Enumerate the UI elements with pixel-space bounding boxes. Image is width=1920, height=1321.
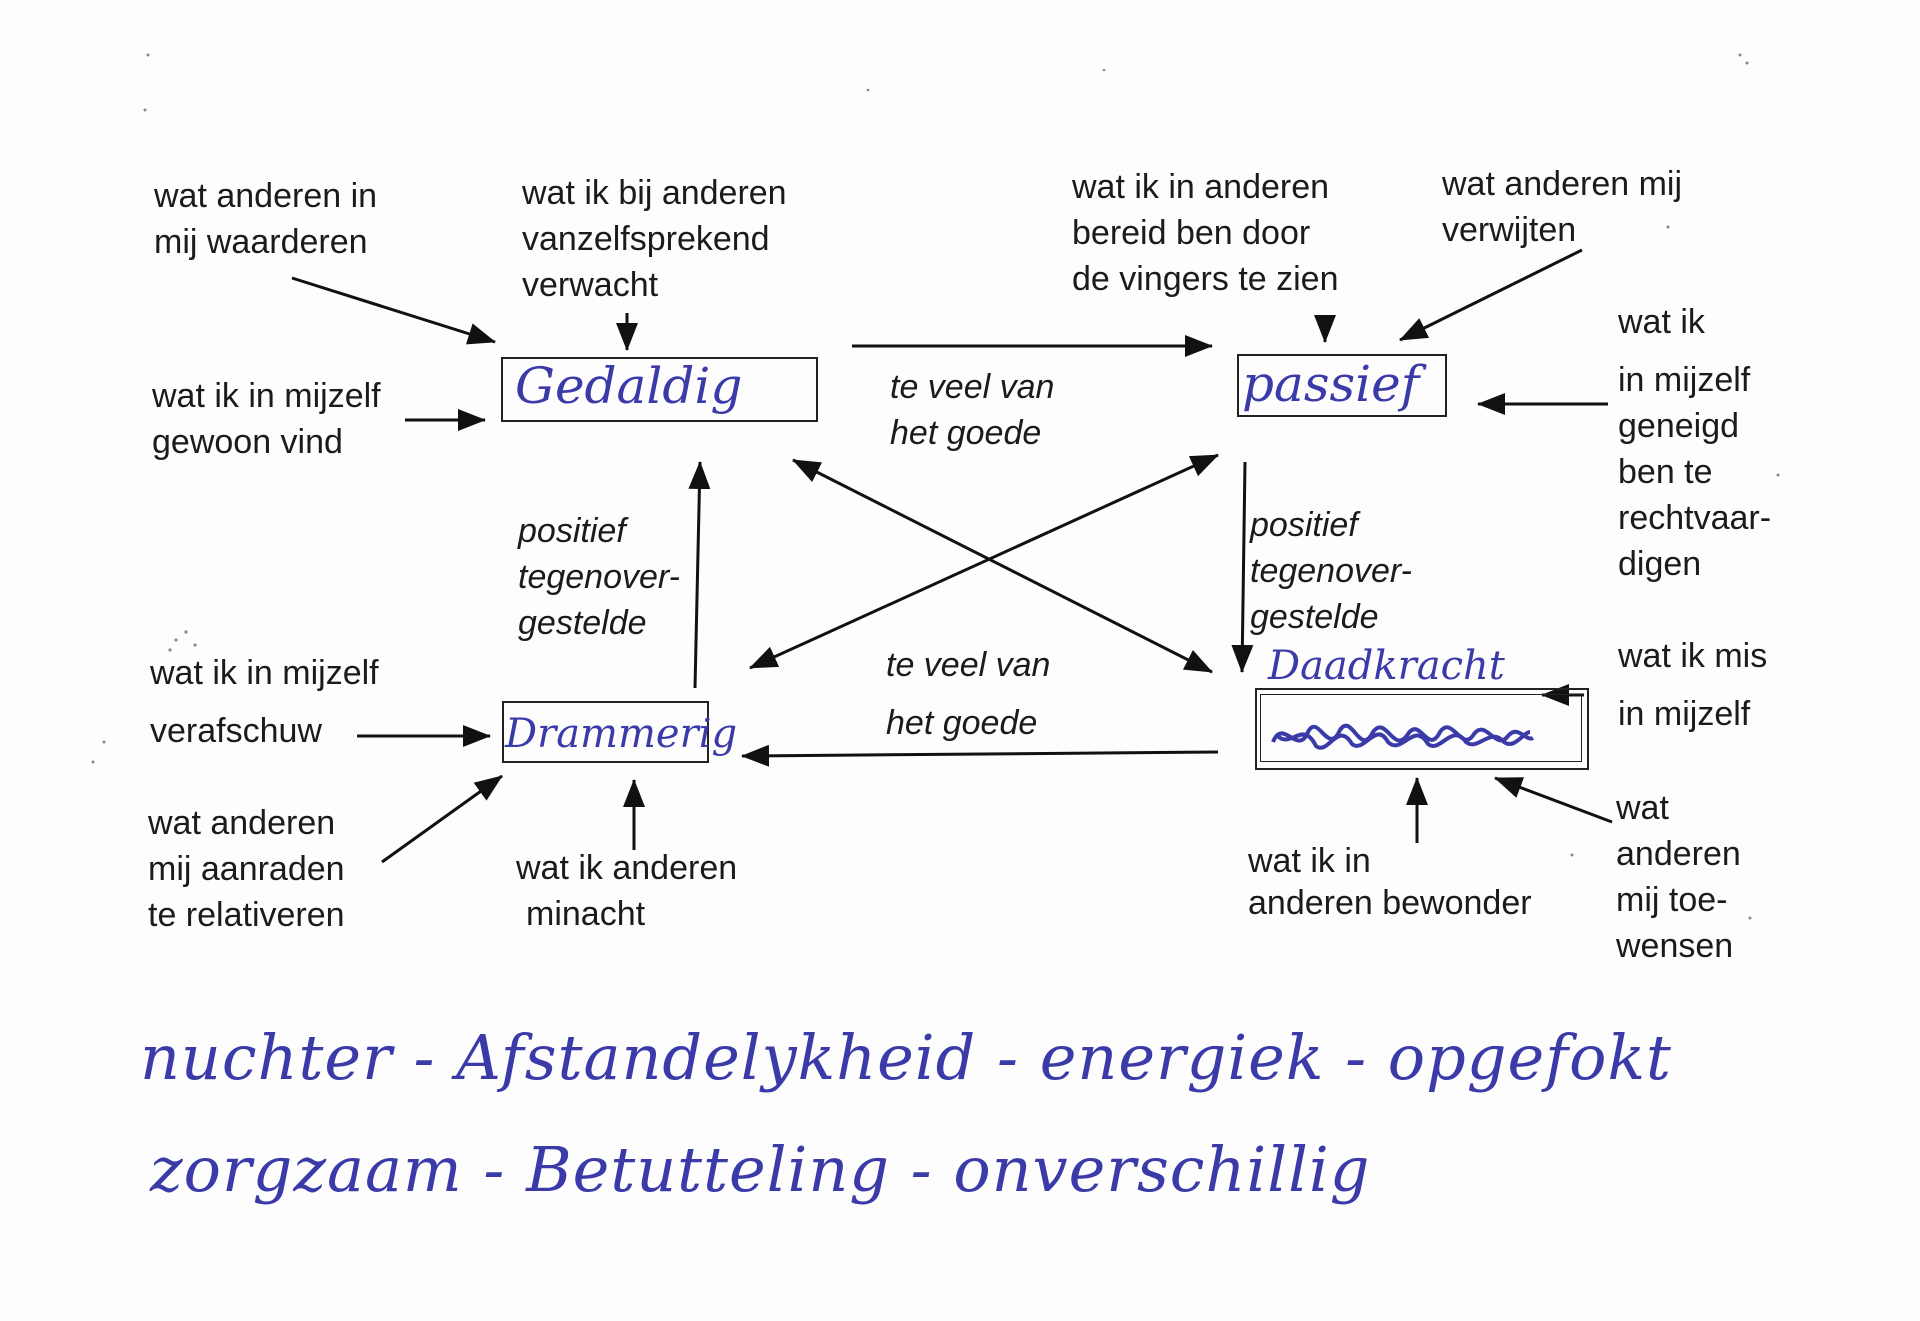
label-scorn-line2: minacht (526, 895, 646, 933)
relation-bottom-line1: te veel van (886, 646, 1051, 684)
label-justify-line5: rechtvaar- (1618, 499, 1772, 537)
label-appreciate-line1: wat anderen in (154, 177, 378, 215)
box-bottom-left (502, 701, 709, 763)
handwritten-note-line1: nuchter - Afstandelykheid - energiek - o… (140, 1021, 1672, 1094)
label-expect-line3: verwacht (522, 266, 659, 304)
arrow-cross-to-bottom-right (792, 458, 1213, 674)
label-tolerate-line3: de vingers te zien (1072, 260, 1339, 298)
relation-top-line1: te veel van (890, 368, 1055, 406)
label-advise-line2: mij aanraden (148, 850, 345, 888)
label-tolerate-line2: bereid ben door (1072, 214, 1311, 252)
relation-right-line3: gestelde (1250, 598, 1379, 636)
label-reproach-line2: verwijten (1442, 211, 1577, 249)
quality-top-left: Gedaldig (515, 357, 743, 415)
box-top-right (1237, 354, 1447, 417)
relation-bottom-line2: het goede (886, 704, 1038, 742)
arrow-appreciate (291, 276, 496, 345)
label-admire-line2: anderen bewonder (1248, 884, 1532, 922)
arrow-cross-to-top-right (749, 453, 1219, 670)
arrow-bottom-toomuch (741, 744, 1219, 767)
scribbled-out-word (1271, 723, 1534, 750)
label-justify-line4: ben te (1618, 453, 1713, 491)
allergy-bottom-left: Drammerig (505, 711, 738, 757)
label-despise-line2: verafschuw (150, 712, 322, 750)
label-wish-line1: wat (1616, 789, 1669, 827)
label-normal-line1: wat ik in mijzelf (152, 377, 381, 415)
label-advise-line1: wat anderen (148, 804, 336, 842)
relation-left-line2: tegenover- (518, 558, 680, 596)
box-top-left (501, 357, 818, 422)
label-reproach-line1: wat anderen mij (1442, 165, 1683, 203)
label-scorn-line1: wat ik anderen (516, 849, 738, 887)
label-wish-line4: wensen (1616, 927, 1734, 965)
arrow-left-positive-opposite (688, 461, 711, 689)
relation-left-line3: gestelde (518, 604, 647, 642)
arrow-reproach (1399, 248, 1583, 342)
label-justify-line3: geneigd (1618, 407, 1740, 445)
label-wish-line2: anderen (1616, 835, 1741, 873)
box-bottom-right-inner (1260, 694, 1582, 762)
relation-left-line1: positief (518, 512, 626, 550)
label-admire-line1: wat ik in (1248, 842, 1371, 880)
relation-right-line1: positief (1250, 506, 1358, 544)
arrow-wish (1494, 776, 1613, 824)
box-bottom-right (1255, 688, 1589, 770)
label-justify-line1: wat ik (1618, 303, 1705, 341)
label-wish-line3: mij toe- (1616, 881, 1728, 919)
arrow-advise (381, 774, 503, 864)
label-normal-line2: gewoon vind (152, 423, 343, 461)
relation-right-line2: tegenover- (1250, 552, 1412, 590)
pitfall-top-right: passief (1242, 355, 1420, 413)
label-miss-line1: wat ik mis (1618, 637, 1768, 675)
arrow-right-positive-opposite (1231, 461, 1254, 673)
relation-top-line2: het goede (890, 414, 1042, 452)
label-justify-line2: in mijzelf (1618, 361, 1751, 399)
handwritten-note-line2: zorgzaam - Betutteling - onverschillig (150, 1133, 1371, 1206)
label-miss-line2: in mijzelf (1618, 695, 1751, 733)
label-expect-line2: vanzelfsprekend (522, 220, 770, 258)
challenge-bottom-right: Daadkracht (1268, 643, 1505, 689)
label-appreciate-line2: mij waarderen (154, 223, 368, 261)
label-advise-line3: te relativeren (148, 896, 345, 934)
label-expect-line1: wat ik bij anderen (522, 174, 787, 212)
label-despise-line1: wat ik in mijzelf (150, 654, 379, 692)
label-tolerate-line1: wat ik in anderen (1072, 168, 1330, 206)
label-justify-line6: digen (1618, 545, 1702, 583)
